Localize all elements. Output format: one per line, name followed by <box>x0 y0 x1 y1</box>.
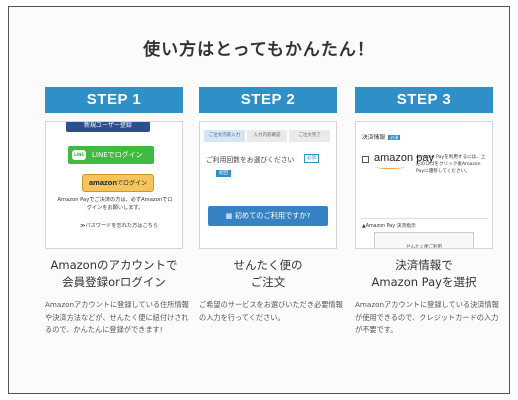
line-icon: LINE <box>72 150 86 160</box>
step-3-card: STEP 3 決済情報必須 amazon pay Amazon Payを利用する… <box>355 87 499 337</box>
content-frame: 使い方はとってもかんたん！ STEP 1 新規ユーザー登録 LINE LINEでロ… <box>8 6 510 394</box>
amazon-pay-note: Amazon Payでご決済の方は、必ずAmazonでログインをお願いします。 <box>57 197 173 211</box>
step-2-card: STEP 2 ご注文内容入力 入力内容確認 ご注文完了 ご利用回数をお選びくださ… <box>199 87 343 324</box>
step-3-screenshot: 決済情報必須 amazon pay Amazon Payを利用するには、上記のロ… <box>355 121 493 249</box>
forgot-password-link-preview: ≫パスワードを忘れた方はこちら <box>80 223 159 229</box>
amazon-logo-text: amazon <box>89 178 117 187</box>
order-progress-tabs: ご注文内容入力 入力内容確認 ご注文完了 <box>204 130 332 142</box>
step-1-title: Amazonのアカウントで 会員登録orログイン <box>45 257 183 291</box>
first-time-button-preview: ▦ 初めてのご利用ですか? <box>208 206 328 226</box>
step-3-header: STEP 3 <box>355 87 493 113</box>
line-login-label: LINEでログイン <box>92 151 143 159</box>
amazon-pay-section-label: ▲Amazon Pay 決済指示 <box>362 224 416 229</box>
checkbox-icon <box>362 156 369 163</box>
amazon-login-label: でログイン <box>116 180 147 187</box>
step-2-screenshot: ご注文内容入力 入力内容確認 ご注文完了 ご利用回数をお選びください 必須 初回… <box>199 121 337 249</box>
step-3-title-line2: Amazon Payを選択 <box>371 275 477 289</box>
calendar-icon: ▦ <box>225 211 235 220</box>
usage-count-question: ご利用回数をお選びください <box>206 156 295 164</box>
page-title: 使い方はとってもかんたん！ <box>143 40 375 60</box>
amazon-login-button-preview: amazonでログイン <box>82 174 154 192</box>
step-3-title-line1: 決済情報で <box>395 258 453 272</box>
divider <box>360 218 488 219</box>
step-1-description: Amazonアカウントに登録している住所情報や決済方法などが、せんたく便に紐付け… <box>45 300 189 334</box>
line-login-button-preview: LINE LINEでログイン <box>68 146 154 164</box>
amazon-logo-text: amazon <box>374 152 414 164</box>
required-tag: 必須 <box>304 154 319 163</box>
payment-info-heading: 決済情報必須 <box>362 132 401 141</box>
required-tag: 必須 <box>388 135 401 140</box>
amazon-pay-widget-preview: せんたく便ご利用 <box>374 232 474 248</box>
step-2-description: ご希望のサービスをお選びいただき必要情報の入力を行ってください。 <box>199 300 343 322</box>
amazon-pay-instructions: Amazon Payを利用するには、上記のロゴをクリック後Amazon Payに… <box>416 155 486 174</box>
step-3-title: 決済情報で Amazon Payを選択 <box>355 257 493 291</box>
amazon-pay-logo: amazon pay <box>374 152 434 164</box>
tab-confirm: 入力内容確認 <box>246 130 288 142</box>
step-2-title: せんたく便の ご注文 <box>199 257 337 291</box>
register-button-preview: 新規ユーザー登録 <box>66 122 150 132</box>
step-2-title-line2: ご注文 <box>250 275 286 289</box>
tab-order-input: ご注文内容入力 <box>204 130 245 142</box>
step-1-title-line1: Amazonのアカウントで <box>50 258 178 272</box>
tab-complete: ご注文完了 <box>289 130 331 142</box>
step-1-header: STEP 1 <box>45 87 183 113</box>
step-1-screenshot: 新規ユーザー登録 LINE LINEでログイン amazonでログイン Amazo… <box>45 121 183 249</box>
step-2-title-line1: せんたく便の <box>233 258 303 272</box>
step-2-header: STEP 2 <box>199 87 337 113</box>
amazon-smile-icon <box>375 165 405 169</box>
first-time-tag: 初回 <box>216 170 231 177</box>
pay-logo-text: pay <box>416 152 434 164</box>
step-1-card: STEP 1 新規ユーザー登録 LINE LINEでログイン amazonでログイ… <box>45 87 189 337</box>
payment-info-label: 決済情報 <box>362 135 386 141</box>
first-time-label: 初めてのご利用ですか? <box>234 211 311 220</box>
step-3-description: Amazonアカウントに登録している決済情報が使用できるので、クレジットカードの… <box>355 300 499 334</box>
step-1-title-line2: 会員登録orログイン <box>62 275 166 289</box>
